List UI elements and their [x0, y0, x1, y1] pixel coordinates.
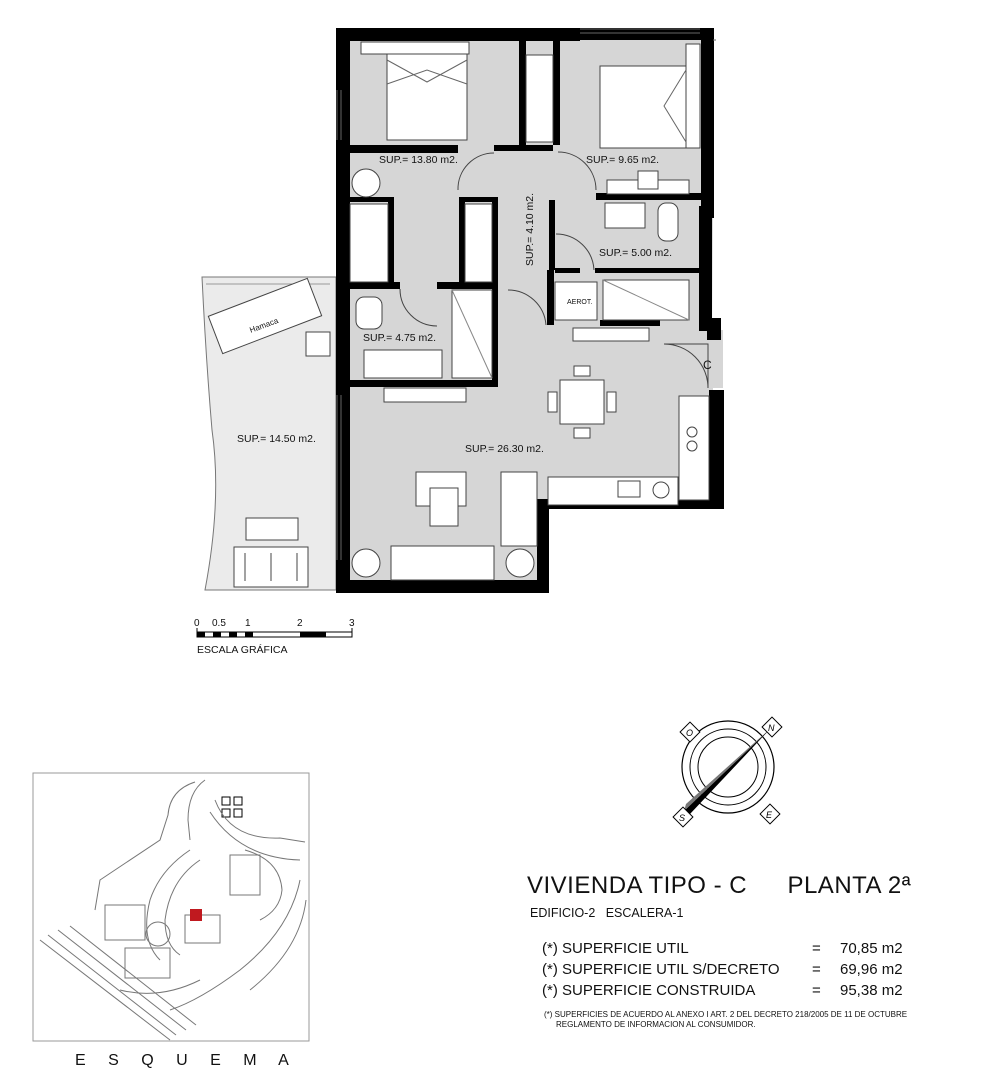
building-info: EDIFICIO-2 ESCALERA-1	[530, 906, 684, 920]
scale-label: ESCALA GRÁFICA	[197, 644, 288, 656]
site-schema	[32, 772, 310, 1042]
label-bathroom-1: SUP.= 4.75 m2.	[363, 332, 436, 344]
svg-text:E: E	[766, 810, 773, 820]
compass-n-marker: N	[761, 716, 783, 738]
svg-text:N: N	[768, 723, 775, 733]
scale-bar	[196, 628, 353, 638]
scale-tick-05: 0.5	[212, 618, 226, 629]
label-main-bedroom: SUP.= 13.80 m2.	[379, 154, 458, 166]
surface-label: (*) SUPERFICIE UTIL	[542, 940, 689, 957]
scale-tick-2: 2	[297, 618, 303, 629]
legal-note-line-1: (*) SUPERFICIES DE ACUERDO AL ANEXO I AR…	[544, 1010, 908, 1019]
label-terrace: SUP.= 14.50 m2.	[237, 433, 316, 445]
schema-label: E S Q U E M A	[75, 1052, 298, 1069]
apartment-floor	[336, 28, 723, 592]
floor-level: PLANTA 2ª	[787, 872, 912, 899]
surface-value: 70,85 m2	[840, 940, 903, 957]
sunbed	[207, 277, 331, 357]
label-aerot: AEROT.	[567, 299, 592, 306]
second-bedroom	[557, 43, 701, 195]
compass-e-marker: E	[759, 803, 781, 825]
bathroom-1	[355, 288, 547, 379]
label-second-bedroom: SUP.= 9.65 m2.	[586, 154, 659, 166]
main-bedroom	[349, 41, 554, 283]
title-block: VIVIENDA TIPO - C PLANTA 2ª	[527, 872, 911, 900]
legal-note: (*) SUPERFICIES DE ACUERDO AL ANEXO I AR…	[544, 1010, 964, 1030]
label-bathroom-2: SUP.= 5.00 m2.	[599, 247, 672, 259]
terrace-table	[245, 517, 299, 541]
terrace-sofa	[233, 546, 309, 588]
room-labels: SUP.= 13.80 m2. SUP.= 9.65 m2. SUP.= 4.1…	[237, 154, 712, 455]
surface-value: 95,38 m2	[840, 982, 903, 999]
living-area	[351, 327, 710, 581]
windows	[336, 28, 716, 560]
label-hallway: SUP.= 4.10 m2.	[524, 193, 536, 266]
scale-tick-0: 0	[194, 618, 200, 629]
surface-equals: =	[812, 961, 821, 978]
dwelling-type: VIVIENDA TIPO - C	[527, 872, 748, 899]
surface-label: (*) SUPERFICIE UTIL S/DECRETO	[542, 961, 780, 978]
compass-s-marker: S	[672, 806, 694, 828]
unit-location-marker	[190, 909, 202, 921]
scale-tick-3: 3	[349, 618, 355, 629]
surface-value: 69,96 m2	[840, 961, 903, 978]
walls	[336, 28, 724, 593]
svg-text:S: S	[679, 813, 685, 823]
label-living: SUP.= 26.30 m2.	[465, 443, 544, 455]
surface-equals: =	[812, 982, 821, 999]
svg-text:O: O	[686, 728, 693, 738]
bathroom-2	[554, 202, 690, 321]
terrace	[201, 276, 337, 591]
scale-tick-1: 1	[245, 618, 251, 629]
surface-row-construida: (*) SUPERFICIE CONSTRUIDA = 95,38 m2	[542, 982, 903, 999]
surface-equals: =	[812, 940, 821, 957]
schema-compass-icon	[221, 796, 243, 818]
legal-note-line-2: REGLAMENTO DE INFORMACION AL CONSUMIDOR.	[556, 1020, 756, 1029]
compass-rose: N O E S	[672, 716, 783, 828]
compass-o-marker: O	[679, 721, 701, 743]
surface-row-decreto: (*) SUPERFICIE UTIL S/DECRETO = 69,96 m2	[542, 961, 903, 978]
surface-row-util: (*) SUPERFICIE UTIL = 70,85 m2	[542, 940, 903, 957]
label-entry: C	[703, 358, 712, 372]
surface-label: (*) SUPERFICIE CONSTRUIDA	[542, 982, 756, 999]
